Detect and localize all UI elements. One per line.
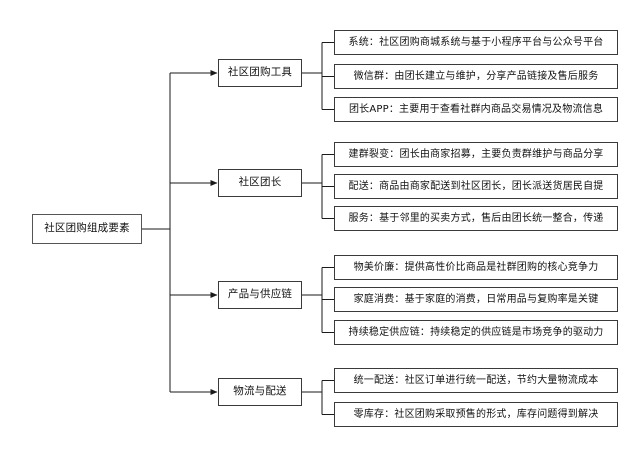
branch-node-4[interactable]: 物流与配送 [218, 378, 302, 406]
leaf-node-1-1-label: 系统：社区团购商城系统与基于小程序平台与公众号平台 [348, 37, 604, 48]
branch-node-1[interactable]: 社区团购工具 [218, 59, 302, 87]
branch-node-4-label: 物流与配送 [233, 385, 287, 398]
leaf-node-4-1[interactable]: 统一配送：社区订单进行统一配送，节约大量物流成本 [334, 368, 618, 393]
root-node[interactable]: 社区团购组成要素 [32, 214, 142, 244]
branch-node-3[interactable]: 产品与供应链 [218, 281, 302, 309]
leaf-node-2-2[interactable]: 配送：商品由商家配送到社区团长，团长派送货居民自提 [334, 174, 618, 199]
leaf-node-4-1-label: 统一配送：社区订单进行统一配送，节约大量物流成本 [353, 375, 599, 386]
leaf-node-2-3-label: 服务：基于邻里的买卖方式，售后由团长统一整合，传递 [348, 213, 604, 224]
leaf-node-4-2[interactable]: 零库存：社区团购采取预售的形式，库存问题得到解决 [334, 402, 618, 427]
leaf-node-3-3[interactable]: 持续稳定供应链：持续稳定的供应链是市场竞争的驱动力 [334, 320, 618, 345]
leaf-node-3-2[interactable]: 家庭消费：基于家庭的消费，日常用品与复购率是关键 [334, 287, 618, 312]
leaf-node-4-2-label: 零库存：社区团购采取预售的形式，库存问题得到解决 [353, 409, 599, 420]
leaf-node-2-2-label: 配送：商品由商家配送到社区团长，团长派送货居民自提 [348, 181, 604, 192]
branch-node-1-label: 社区团购工具 [227, 66, 293, 79]
branch-node-2-label: 社区团长 [238, 176, 282, 189]
leaf-node-1-3-label: 团长APP：主要用于查看社群内商品交易情况及物流信息 [348, 104, 604, 115]
branch-node-3-label: 产品与供应链 [227, 288, 293, 301]
branch-node-2[interactable]: 社区团长 [218, 169, 302, 197]
leaf-node-2-1[interactable]: 建群裂变：团长由商家招募，主要负责群维护与商品分享 [334, 142, 618, 167]
leaf-node-3-3-label: 持续稳定供应链：持续稳定的供应链是市场竞争的驱动力 [348, 327, 604, 338]
leaf-node-1-1[interactable]: 系统：社区团购商城系统与基于小程序平台与公众号平台 [334, 30, 618, 55]
leaf-node-1-3[interactable]: 团长APP：主要用于查看社群内商品交易情况及物流信息 [334, 97, 618, 122]
root-node-label: 社区团购组成要素 [44, 222, 130, 235]
leaf-node-1-2-label: 微信群：由团长建立与维护，分享产品链接及售后服务 [353, 71, 599, 82]
leaf-node-3-2-label: 家庭消费：基于家庭的消费，日常用品与复购率是关键 [353, 294, 599, 305]
leaf-node-3-1[interactable]: 物美价廉：提供高性价比商品是社群团购的核心竞争力 [334, 255, 618, 280]
leaf-node-2-1-label: 建群裂变：团长由商家招募，主要负责群维护与商品分享 [348, 149, 604, 160]
leaf-node-1-2[interactable]: 微信群：由团长建立与维护，分享产品链接及售后服务 [334, 64, 618, 89]
leaf-node-3-1-label: 物美价廉：提供高性价比商品是社群团购的核心竞争力 [353, 262, 599, 273]
leaf-node-2-3[interactable]: 服务：基于邻里的买卖方式，售后由团长统一整合，传递 [334, 206, 618, 231]
